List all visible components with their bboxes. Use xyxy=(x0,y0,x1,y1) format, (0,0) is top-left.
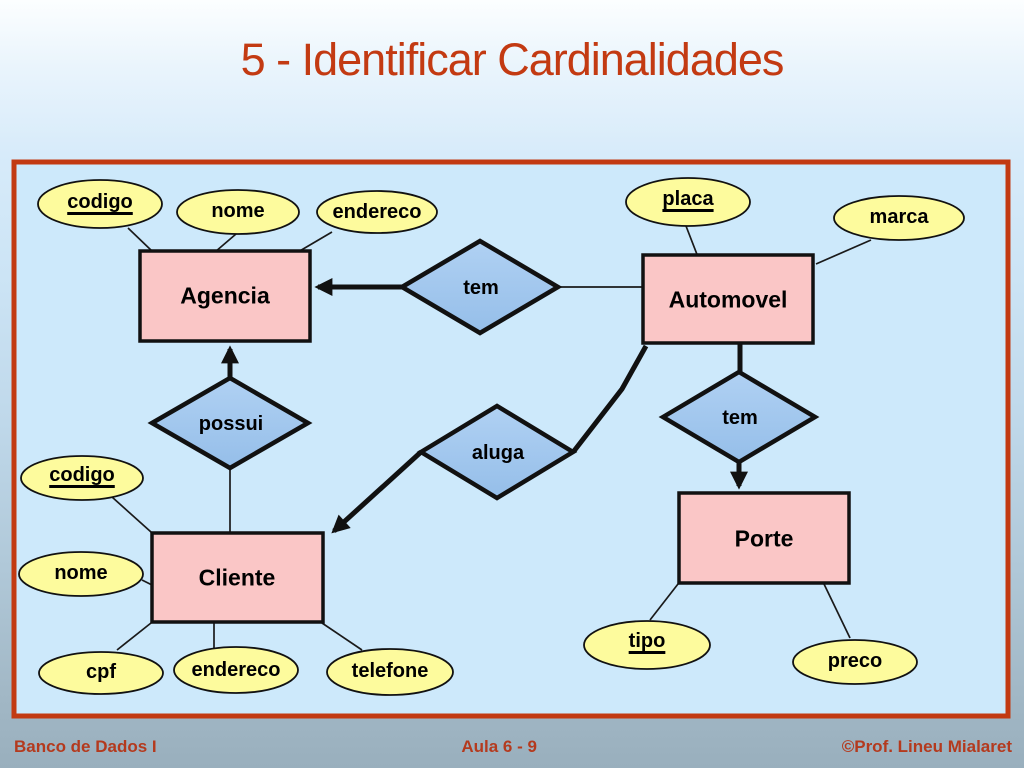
arrow-aluga-to-cliente xyxy=(331,450,423,534)
tipo-attribute-shape xyxy=(583,620,711,670)
footer: Banco de Dados I Aula 6 - 9 ©Prof. Lineu… xyxy=(14,737,1012,757)
tem2-relationship-label: tem xyxy=(722,407,758,429)
entities xyxy=(138,249,851,624)
agencia-entity-label: Agencia xyxy=(180,282,270,309)
codigo-cliente-attribute-shape xyxy=(20,455,144,501)
tem1-relationship-shape xyxy=(397,238,563,336)
connector-codigo-agencia xyxy=(127,227,154,253)
nome-agencia-attribute-shape xyxy=(176,189,300,235)
connector-preco-porte xyxy=(823,583,851,639)
footer-lesson-page: Aula 6 - 9 xyxy=(461,737,537,756)
nome-agencia-attribute-label: nome xyxy=(211,200,265,222)
cpf-attribute-shape xyxy=(38,651,164,695)
connector-marca-automovel xyxy=(815,239,872,265)
endereco-cliente-attribute-label: endereco xyxy=(191,659,281,681)
thin-connectors xyxy=(111,225,872,651)
codigo-agencia-attribute-shape xyxy=(37,179,163,229)
codigo-cliente-attribute-label: codigo xyxy=(49,464,115,486)
automovel-entity-label: Automovel xyxy=(668,286,788,313)
connector-codigo-cliente xyxy=(111,496,152,533)
connector-placa-automovel xyxy=(685,225,699,258)
slide-title: 5 - Identificar Cardinalidades xyxy=(240,34,785,85)
tipo-attribute-label: tipo xyxy=(628,630,666,652)
marca-attribute-shape xyxy=(833,195,965,241)
footer-course-name: Banco de Dados I xyxy=(14,737,157,756)
tem1-relationship-label: tem xyxy=(463,277,499,299)
nome-cliente-attribute-shape xyxy=(18,551,144,597)
endereco-cliente-attribute-shape xyxy=(173,646,299,694)
attributes xyxy=(18,177,965,696)
cpf-attribute-label: cpf xyxy=(86,661,116,683)
marca-attribute-label: marca xyxy=(869,206,929,228)
tem2-relationship-shape xyxy=(658,369,820,465)
porte-entity-shape xyxy=(677,491,851,585)
preco-attribute-shape xyxy=(792,639,918,685)
endereco-agencia-attribute-label: endereco xyxy=(332,201,422,223)
connector-tipo-porte xyxy=(649,583,679,621)
preco-attribute-label: preco xyxy=(827,650,883,672)
connector-cpf-cliente xyxy=(116,622,152,651)
porte-entity-label: Porte xyxy=(734,525,794,552)
nome-cliente-attribute-label: nome xyxy=(54,562,108,584)
aluga-relationship-label: aluga xyxy=(471,442,525,464)
telefone-attribute-shape xyxy=(326,648,454,696)
connector-telefone-cliente xyxy=(321,622,363,651)
codigo-agencia-attribute-label: codigo xyxy=(67,191,133,213)
connector-nome-agencia xyxy=(214,233,237,253)
endereco-agencia-attribute-shape xyxy=(316,190,438,234)
possui-relationship-label: possui xyxy=(198,413,264,435)
possui-relationship-shape xyxy=(147,375,313,471)
cliente-entity-shape xyxy=(150,531,325,624)
footer-author: ©Prof. Lineu Mialaret xyxy=(841,737,1012,756)
placa-attribute-label: placa xyxy=(662,188,714,210)
automovel-entity-shape xyxy=(641,253,815,345)
connector-endereco-agencia xyxy=(297,231,333,253)
thick-connectors xyxy=(221,278,748,534)
cliente-entity-label: Cliente xyxy=(198,564,276,591)
telefone-attribute-label: telefone xyxy=(351,660,429,682)
placa-attribute-shape xyxy=(625,177,751,227)
line-automovel-to-aluga xyxy=(572,344,649,453)
agencia-entity-shape xyxy=(138,249,312,343)
aluga-relationship-shape xyxy=(416,403,578,501)
relationships xyxy=(147,238,820,501)
